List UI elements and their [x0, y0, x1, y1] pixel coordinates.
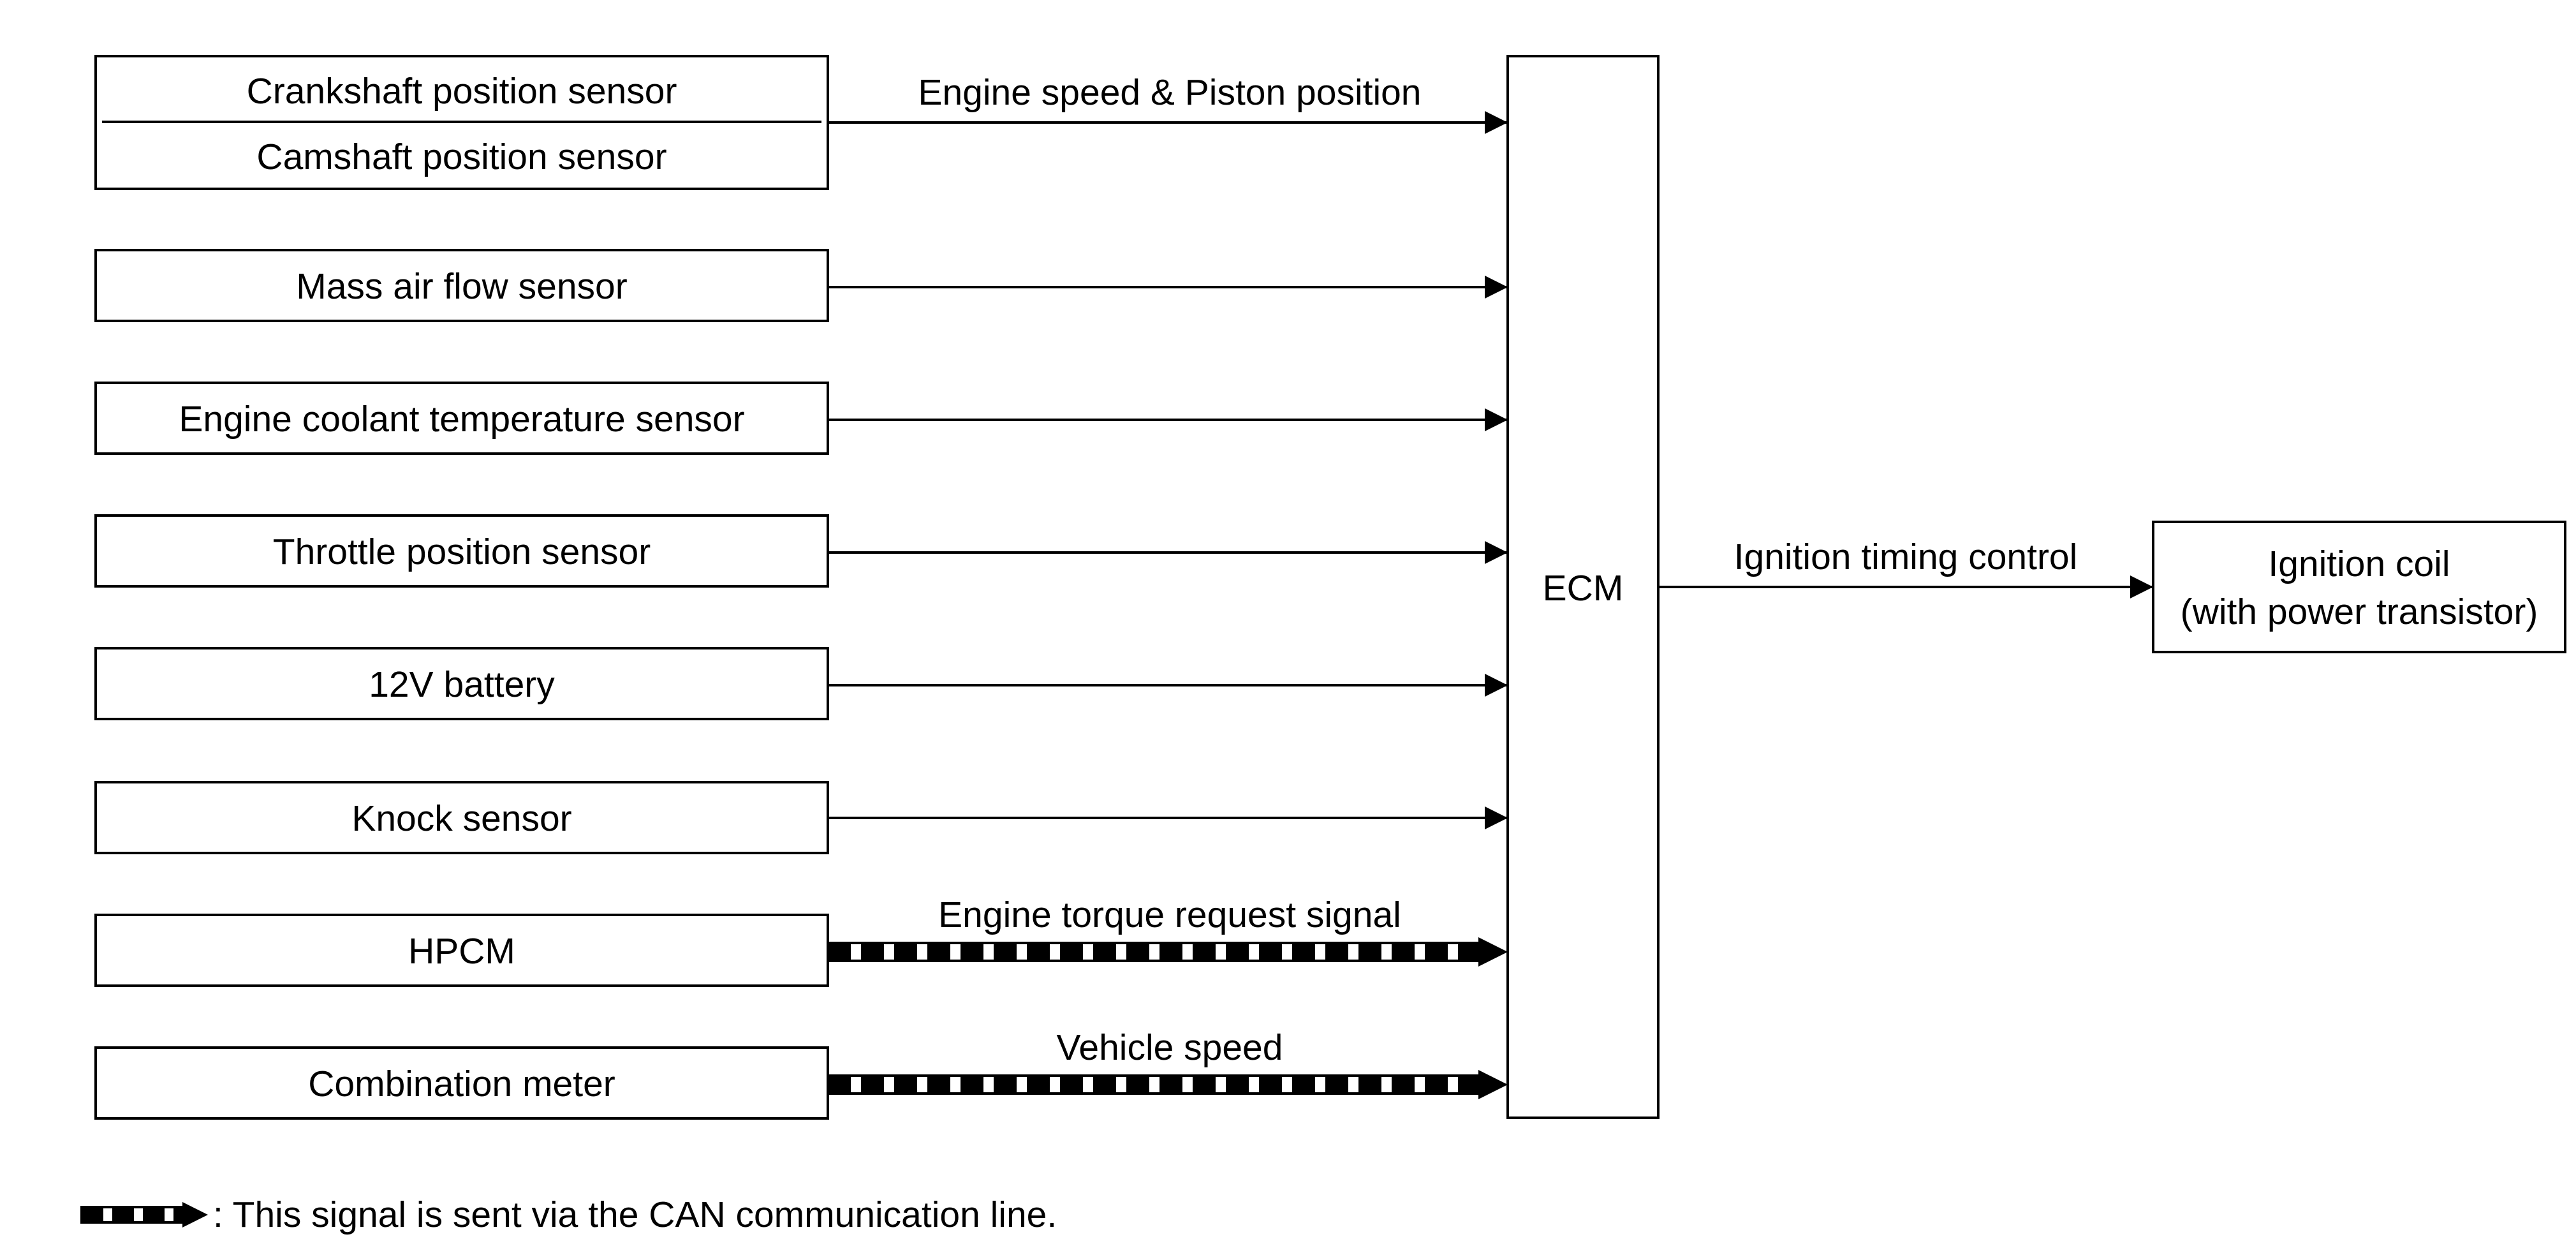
ignition-signal-label: Ignition timing control: [1734, 537, 2078, 577]
ect-label: Engine coolant temperature sensor: [179, 399, 744, 440]
hpcm-box: HPCM: [94, 914, 829, 987]
hpcm-can-line: [827, 937, 1508, 967]
battery-label: 12V battery: [369, 664, 555, 705]
hpcm-signal-label: Engine torque request signal: [938, 894, 1401, 935]
crank-cam-box: Crankshaft position sensor Camshaft posi…: [94, 55, 829, 190]
ignition-coil-box: Ignition coil (with power transistor): [2152, 521, 2566, 653]
knock-box: Knock sensor: [94, 781, 829, 854]
tps-box: Throttle position sensor: [94, 514, 829, 588]
knock-label: Knock sensor: [351, 798, 571, 839]
crank-cam-signal-label: Engine speed & Piston position: [918, 72, 1421, 113]
crankshaft-label: Crankshaft position sensor: [247, 71, 677, 112]
meter-signal-label: Vehicle speed: [1057, 1027, 1283, 1068]
ect-box: Engine coolant temperature sensor: [94, 382, 829, 455]
combination-meter-box: Combination meter: [94, 1046, 829, 1120]
can-legend-text: : This signal is sent via the CAN commun…: [213, 1194, 1057, 1235]
can-legend-icon: [80, 1202, 208, 1228]
combination-meter-label: Combination meter: [308, 1064, 615, 1104]
ignition-coil-label: Ignition coil: [2268, 544, 2450, 584]
ignition-coil-sublabel: (with power transistor): [2181, 591, 2538, 632]
battery-box: 12V battery: [94, 647, 829, 720]
hpcm-label: HPCM: [408, 931, 515, 972]
camshaft-label: Camshaft position sensor: [256, 137, 666, 177]
meter-can-line: [827, 1070, 1508, 1099]
tps-label: Throttle position sensor: [273, 531, 651, 572]
ecm-label: ECM: [1543, 568, 1624, 609]
maf-box: Mass air flow sensor: [94, 249, 829, 322]
ecm-box: ECM: [1506, 55, 1660, 1119]
maf-label: Mass air flow sensor: [296, 266, 628, 307]
